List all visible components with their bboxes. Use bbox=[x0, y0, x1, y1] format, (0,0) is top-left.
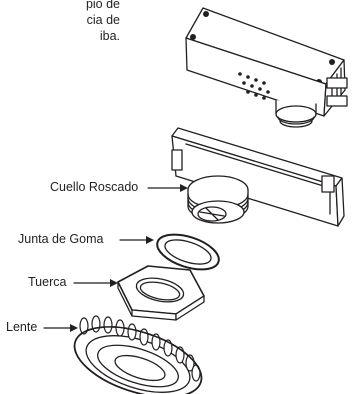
intro-line-3: iba. bbox=[99, 29, 120, 43]
leader-arrows bbox=[43, 184, 188, 332]
intro-line-1: pio de bbox=[85, 0, 120, 11]
lens bbox=[73, 315, 203, 394]
hex-nut bbox=[117, 265, 205, 321]
threaded-neck bbox=[187, 175, 249, 224]
label-tuerca: Tuerca bbox=[28, 275, 67, 289]
lens-arrowhead bbox=[70, 324, 78, 332]
neck-arrowhead bbox=[180, 184, 188, 192]
rubber-gasket bbox=[156, 233, 220, 271]
intro-line-2: cia de bbox=[86, 13, 120, 27]
label-lente: Lente bbox=[6, 320, 38, 334]
label-junta-de-goma: Junta de Goma bbox=[18, 232, 104, 246]
label-cuello-roscado: Cuello Roscado bbox=[50, 180, 139, 194]
assembled-sensor-unit bbox=[185, 7, 348, 128]
sensor-housing bbox=[171, 127, 345, 227]
intro-text: pio de cia de iba. bbox=[0, 0, 120, 44]
nut-arrowhead bbox=[110, 279, 118, 287]
gasket-arrowhead bbox=[146, 236, 154, 244]
